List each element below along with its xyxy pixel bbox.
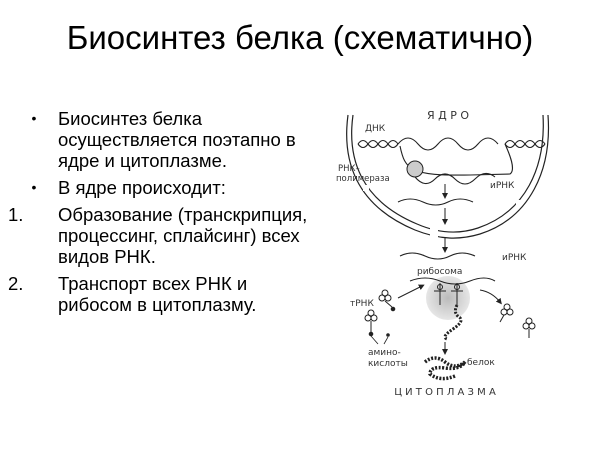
polymerase-label: РНК– (338, 164, 360, 174)
bullet-marker: • (31, 179, 37, 195)
dna-helix (357, 137, 546, 176)
nuclear-envelope (346, 114, 550, 239)
numbered-text: Транспорт всех РНК и рибосом в цитоплазм… (58, 273, 257, 315)
bullet-item: • В ядре происходит: (20, 177, 320, 198)
bullet-text: Биосинтез белка осуществляется поэтапно … (58, 108, 296, 171)
amino-acids-label: кислоты (368, 359, 408, 369)
nucleus-label: Я Д Р О (427, 109, 469, 122)
mrna-label-cytoplasm: иРНК (502, 253, 527, 263)
numbered-item: 2. Транспорт всех РНК и рибосом в цитопл… (8, 273, 320, 315)
numbered-text: Образование (транскрипция, процессинг, с… (58, 204, 308, 267)
bullet-text: В ядре происходит: (58, 177, 226, 198)
protein-synthesis-diagram: Я Д Р О ДНК РНК– полимераза иРНК иРНК ри… (330, 100, 560, 410)
trna-in-ribosome (434, 283, 463, 305)
protein-icon (423, 356, 467, 381)
amino-acids-label: амино- (368, 348, 401, 358)
trna-icon (378, 289, 396, 312)
mrna-label-nucleus: иРНК (490, 181, 515, 191)
trna-label: тРНК (350, 299, 374, 309)
ribosome-label: рибосома (417, 267, 462, 277)
slide-content: • Биосинтез белка осуществляется поэтапн… (8, 108, 320, 321)
cytoplasm-label: Ц И Т О П Л А З М А (394, 387, 496, 398)
rna-polymerase-icon (406, 160, 424, 178)
numbered-item: 1. Образование (транскрипция, процессинг… (8, 204, 320, 267)
protein-label: белок (467, 358, 495, 368)
bullet-marker: • (31, 110, 37, 126)
trna-icon (364, 309, 378, 337)
slide-title: Биосинтез белка (схематично) (66, 19, 534, 56)
number-marker: 1. (8, 204, 24, 225)
amino-acid-icon (386, 333, 390, 337)
polymerase-label: полимераза (336, 174, 390, 184)
trna-icon (499, 303, 536, 338)
dna-label: ДНК (365, 124, 386, 134)
number-marker: 2. (8, 273, 24, 294)
bullet-item: • Биосинтез белка осуществляется поэтапн… (20, 108, 320, 171)
